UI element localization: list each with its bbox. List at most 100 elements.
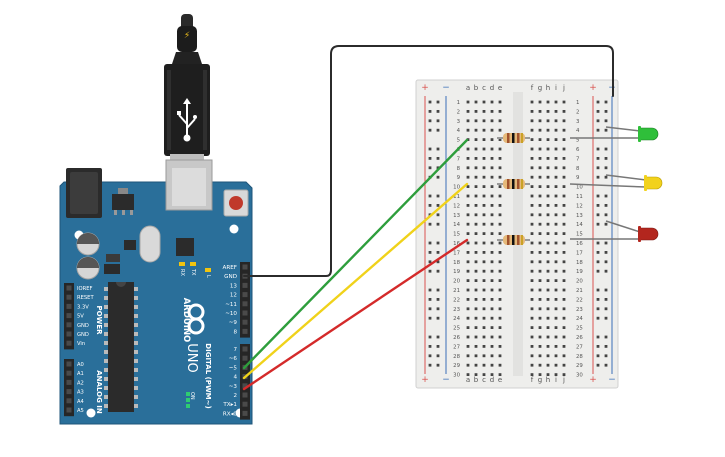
rail-hole[interactable] bbox=[596, 241, 600, 245]
breadboard-hole[interactable] bbox=[562, 363, 566, 367]
breadboard-hole[interactable] bbox=[538, 128, 542, 132]
rail-hole[interactable] bbox=[604, 307, 608, 311]
breadboard-hole[interactable] bbox=[498, 222, 502, 226]
led-green[interactable] bbox=[570, 126, 659, 142]
breadboard-hole[interactable] bbox=[466, 175, 470, 179]
breadboard-hole[interactable] bbox=[562, 147, 566, 151]
breadboard-hole[interactable] bbox=[562, 128, 566, 132]
breadboard-hole[interactable] bbox=[474, 147, 478, 151]
breadboard-hole[interactable] bbox=[466, 363, 470, 367]
breadboard-hole[interactable] bbox=[530, 241, 534, 245]
breadboard-hole[interactable] bbox=[530, 175, 534, 179]
breadboard-hole[interactable] bbox=[546, 269, 550, 273]
breadboard-hole[interactable] bbox=[474, 157, 478, 160]
header-pin[interactable] bbox=[242, 328, 248, 334]
breadboard-hole[interactable] bbox=[474, 119, 478, 123]
rail-hole[interactable] bbox=[436, 345, 440, 348]
rail-hole[interactable] bbox=[604, 213, 608, 217]
breadboard-hole[interactable] bbox=[482, 363, 486, 367]
header-pin[interactable] bbox=[66, 303, 72, 309]
header-pin[interactable] bbox=[242, 264, 248, 270]
breadboard-hole[interactable] bbox=[530, 157, 534, 160]
breadboard-hole[interactable] bbox=[538, 157, 542, 160]
breadboard-hole[interactable] bbox=[538, 166, 542, 170]
breadboard-hole[interactable] bbox=[530, 298, 534, 301]
breadboard-hole[interactable] bbox=[554, 326, 558, 329]
breadboard-hole[interactable] bbox=[562, 316, 566, 320]
breadboard-hole[interactable] bbox=[474, 194, 478, 198]
breadboard-hole[interactable] bbox=[474, 175, 478, 179]
breadboard-hole[interactable] bbox=[490, 363, 494, 367]
breadboard-hole[interactable] bbox=[546, 326, 550, 329]
resistor[interactable] bbox=[497, 133, 530, 143]
breadboard-hole[interactable] bbox=[474, 204, 478, 207]
breadboard-hole[interactable] bbox=[538, 232, 542, 235]
breadboard-hole[interactable] bbox=[482, 194, 486, 198]
breadboard-hole[interactable] bbox=[482, 241, 486, 245]
breadboard-hole[interactable] bbox=[498, 213, 502, 217]
breadboard-hole[interactable] bbox=[538, 222, 542, 226]
breadboard-hole[interactable] bbox=[466, 110, 470, 113]
rail-hole[interactable] bbox=[436, 204, 440, 207]
breadboard-hole[interactable] bbox=[490, 335, 494, 339]
breadboard-hole[interactable] bbox=[546, 119, 550, 123]
header-pin[interactable] bbox=[242, 401, 248, 407]
breadboard-hole[interactable] bbox=[546, 147, 550, 151]
breadboard-hole[interactable] bbox=[546, 307, 550, 311]
breadboard-hole[interactable] bbox=[482, 110, 486, 113]
breadboard-hole[interactable] bbox=[538, 194, 542, 198]
breadboard-hole[interactable] bbox=[530, 138, 534, 141]
breadboard-hole[interactable] bbox=[546, 335, 550, 339]
breadboard-hole[interactable] bbox=[554, 204, 558, 207]
rail-hole[interactable] bbox=[436, 128, 440, 132]
rail-hole[interactable] bbox=[604, 128, 608, 132]
breadboard-hole[interactable] bbox=[530, 279, 534, 282]
breadboard-hole[interactable] bbox=[546, 354, 550, 358]
header-pin[interactable] bbox=[66, 361, 72, 367]
breadboard-hole[interactable] bbox=[490, 175, 494, 179]
breadboard-hole[interactable] bbox=[562, 298, 566, 301]
header-pin[interactable] bbox=[66, 398, 72, 404]
rail-hole[interactable] bbox=[604, 147, 608, 151]
breadboard-hole[interactable] bbox=[546, 298, 550, 301]
breadboard-hole[interactable] bbox=[562, 138, 566, 141]
breadboard-hole[interactable] bbox=[490, 166, 494, 170]
breadboard-hole[interactable] bbox=[490, 251, 494, 254]
rail-hole[interactable] bbox=[436, 288, 440, 292]
breadboard-hole[interactable] bbox=[466, 354, 470, 358]
breadboard-hole[interactable] bbox=[474, 345, 478, 348]
breadboard-hole[interactable] bbox=[530, 363, 534, 367]
breadboard-hole[interactable] bbox=[474, 279, 478, 282]
breadboard-hole[interactable] bbox=[554, 288, 558, 292]
rail-hole[interactable] bbox=[596, 298, 600, 301]
rail-hole[interactable] bbox=[428, 128, 432, 132]
resistor[interactable] bbox=[497, 179, 530, 189]
breadboard-hole[interactable] bbox=[554, 138, 558, 141]
rail-hole[interactable] bbox=[604, 335, 608, 339]
breadboard-hole[interactable] bbox=[538, 373, 542, 376]
breadboard-hole[interactable] bbox=[490, 100, 494, 104]
breadboard-hole[interactable] bbox=[498, 157, 502, 160]
rail-hole[interactable] bbox=[428, 100, 432, 104]
rail-hole[interactable] bbox=[604, 363, 608, 367]
rail-hole[interactable] bbox=[428, 354, 432, 358]
breadboard-hole[interactable] bbox=[474, 128, 478, 132]
breadboard-hole[interactable] bbox=[538, 241, 542, 245]
breadboard-hole[interactable] bbox=[562, 232, 566, 235]
breadboard-hole[interactable] bbox=[498, 194, 502, 198]
header-pin[interactable] bbox=[66, 340, 72, 346]
breadboard-hole[interactable] bbox=[538, 335, 542, 339]
breadboard-hole[interactable] bbox=[498, 251, 502, 254]
breadboard-hole[interactable] bbox=[562, 241, 566, 245]
breadboard-hole[interactable] bbox=[474, 326, 478, 329]
breadboard-hole[interactable] bbox=[474, 110, 478, 113]
rail-hole[interactable] bbox=[604, 288, 608, 292]
breadboard-hole[interactable] bbox=[474, 363, 478, 367]
wire-yellow[interactable] bbox=[242, 182, 469, 380]
breadboard-hole[interactable] bbox=[490, 298, 494, 301]
rail-hole[interactable] bbox=[428, 260, 432, 264]
rail-hole[interactable] bbox=[428, 222, 432, 226]
breadboard-hole[interactable] bbox=[498, 166, 502, 170]
breadboard-hole[interactable] bbox=[554, 354, 558, 358]
